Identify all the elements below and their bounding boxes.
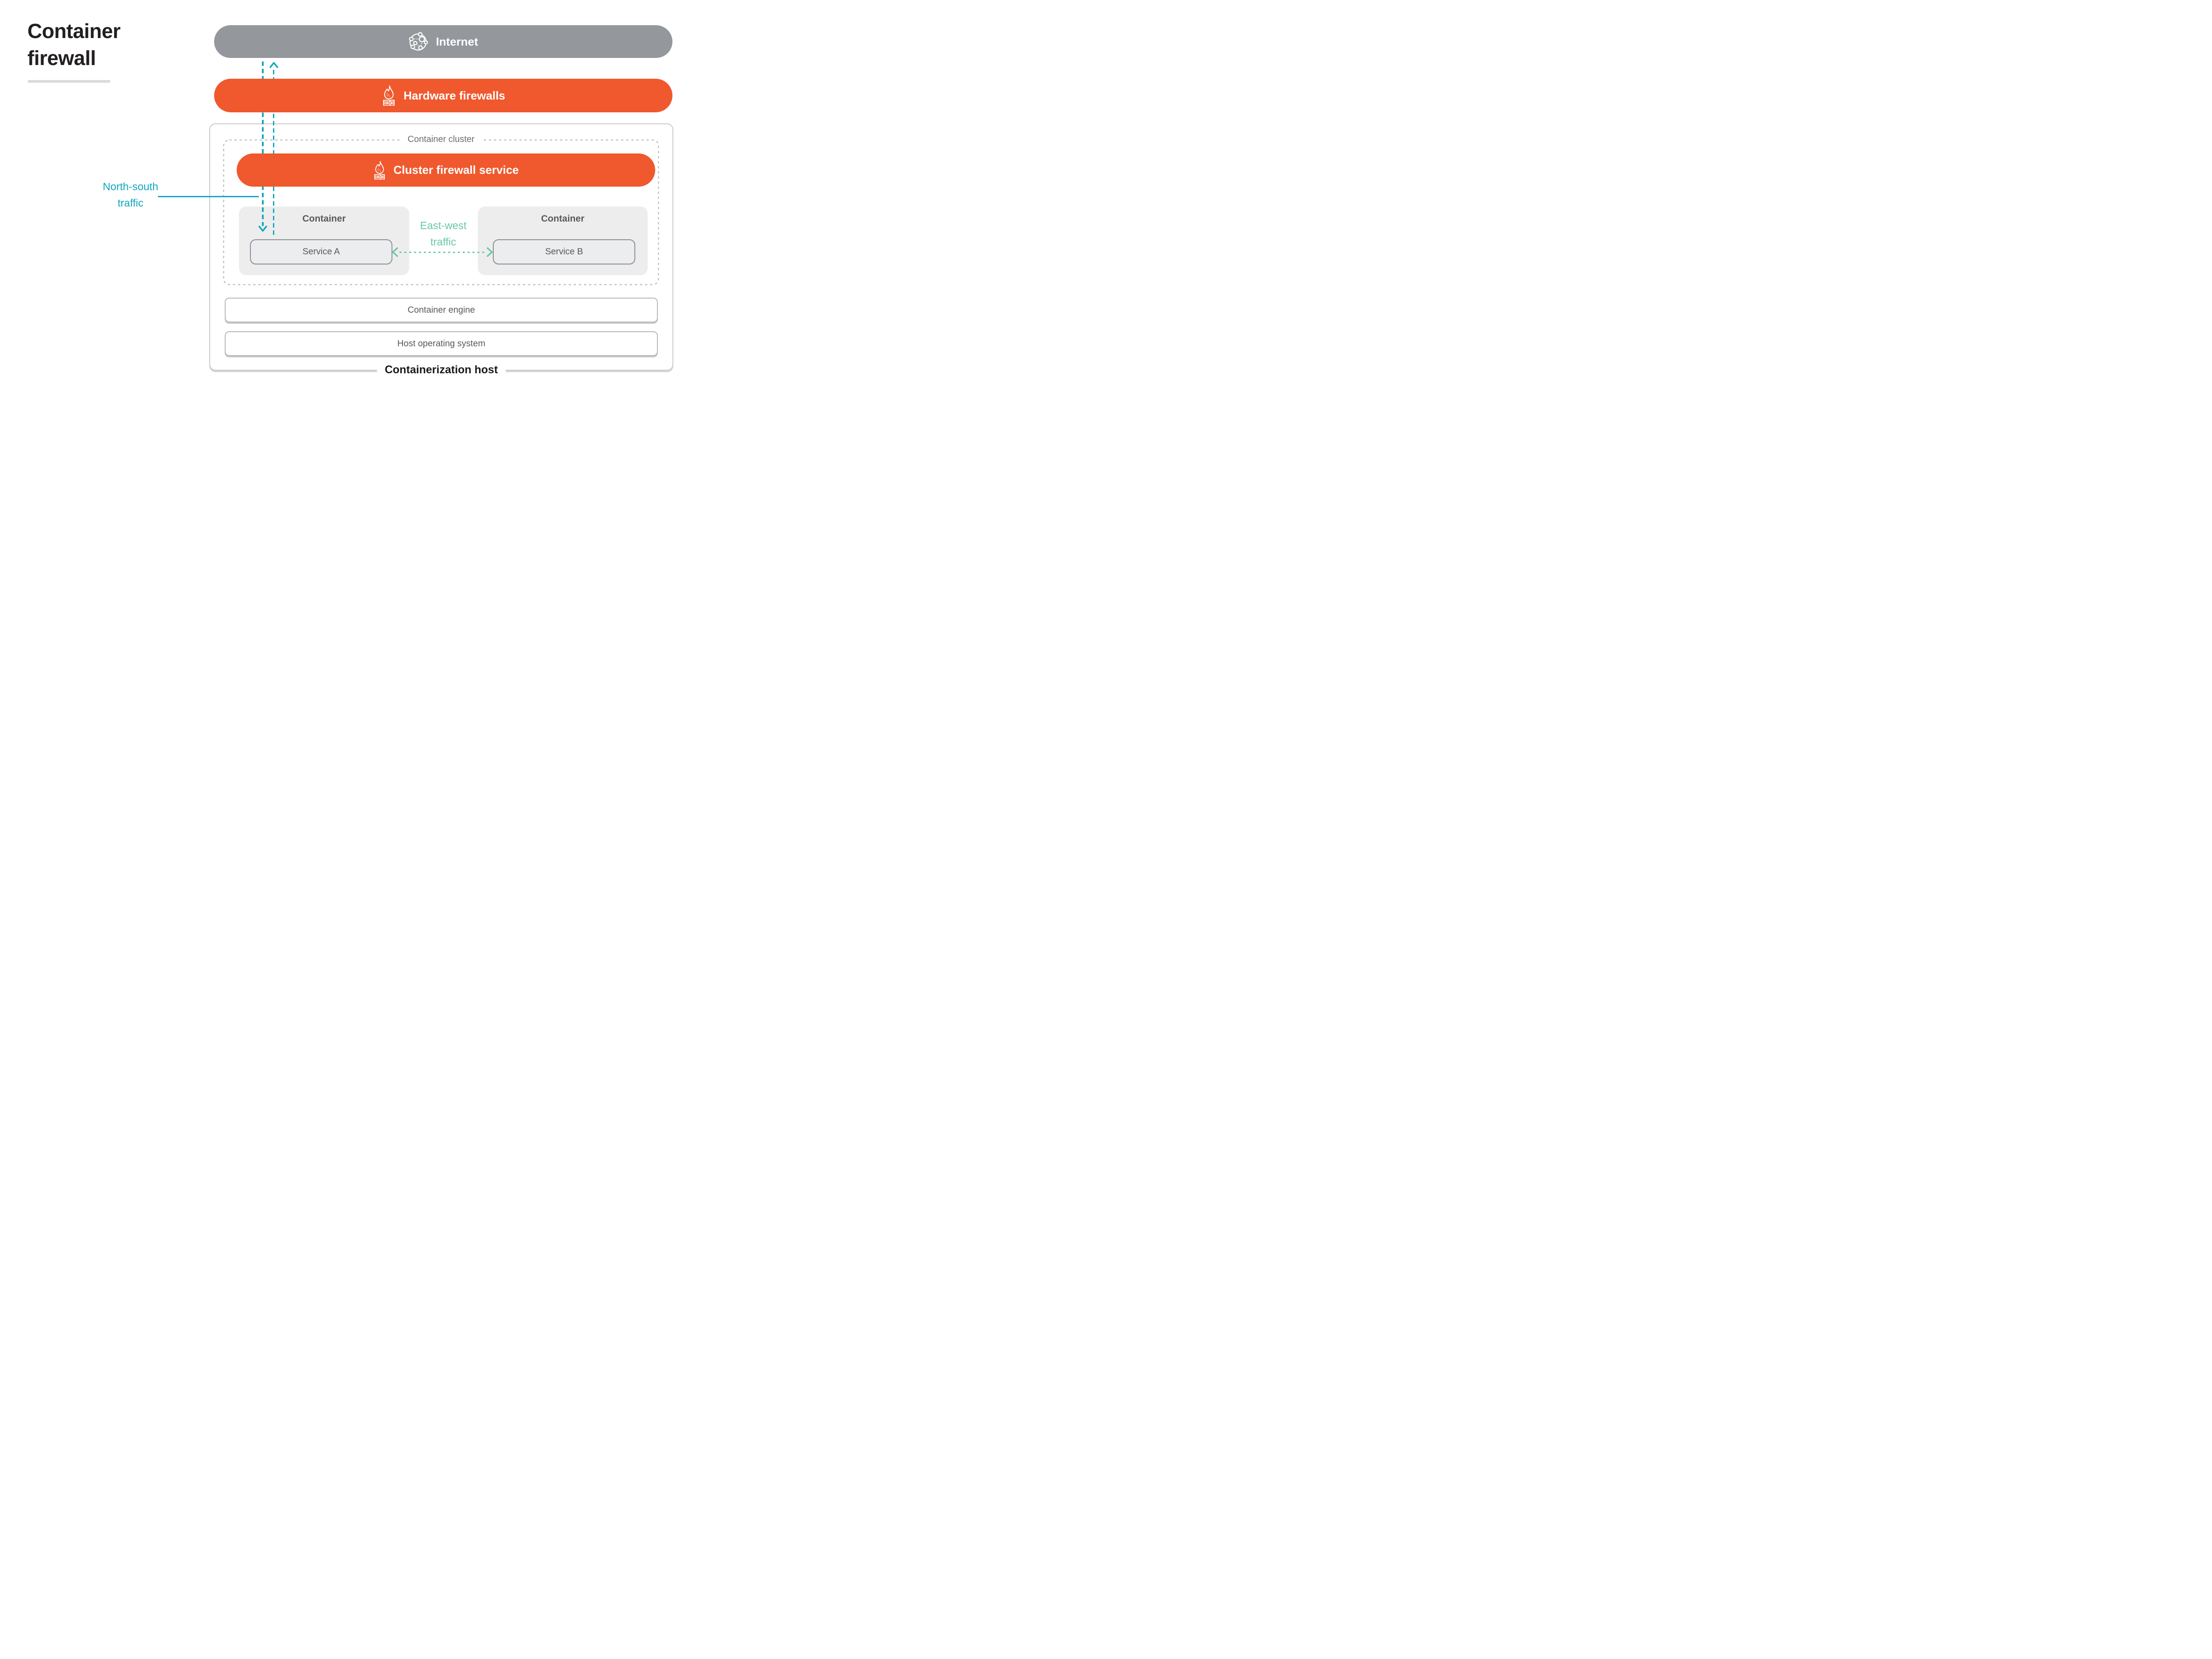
container-a-label: Container (302, 214, 346, 224)
service-a-label: Service A (302, 247, 340, 257)
container-engine-label: Container engine (407, 305, 475, 315)
container-cluster-label: Container cluster (401, 134, 481, 145)
container-firewall-diagram: { "title": "Container firewall", "colors… (0, 0, 694, 390)
north-south-up-dashed-line (273, 70, 274, 235)
arrow-right-icon (487, 247, 493, 257)
page-title: Container firewall (27, 19, 121, 69)
cluster-firewall-service-label: Cluster firewall service (393, 163, 519, 176)
globe-network-icon (409, 32, 428, 51)
containerization-host-label: Containerization host (376, 361, 506, 378)
container-b-box: Container Service B (478, 207, 648, 275)
north-south-traffic-label: North-south traffic (103, 181, 158, 209)
north-south-pointer-line (158, 196, 259, 197)
internet-bar: Internet (214, 25, 672, 58)
service-a-box: Service A (250, 239, 392, 264)
container-b-label: Container (541, 214, 584, 224)
container-engine-bar: Container engine (225, 298, 658, 322)
firewall-flame-icon (383, 85, 395, 106)
north-south-down-dashed-line (262, 61, 264, 226)
internet-label: Internet (436, 34, 478, 48)
cluster-firewall-service-bar: Cluster firewall service (237, 153, 655, 187)
host-operating-system-label: Host operating system (397, 338, 485, 349)
containerization-host-box: Containerization host (209, 123, 673, 378)
service-b-box: Service B (493, 239, 635, 264)
east-west-traffic-label: East-west traffic (420, 220, 467, 248)
container-cluster-box: Container cluster (223, 134, 659, 285)
container-a-box: Container Service A (239, 207, 409, 275)
arrow-down-icon (258, 226, 267, 232)
arrow-up-icon (269, 62, 278, 68)
firewall-flame-icon (374, 161, 385, 180)
hardware-firewalls-label: Hardware firewalls (403, 88, 505, 102)
dashed-border (223, 139, 659, 285)
hardware-firewalls-bar: Hardware firewalls (214, 79, 672, 112)
east-west-dashed-line (399, 251, 486, 253)
host-operating-system-bar: Host operating system (225, 331, 658, 356)
title-divider (28, 80, 110, 83)
service-b-label: Service B (545, 247, 583, 257)
arrow-left-icon (392, 247, 398, 257)
